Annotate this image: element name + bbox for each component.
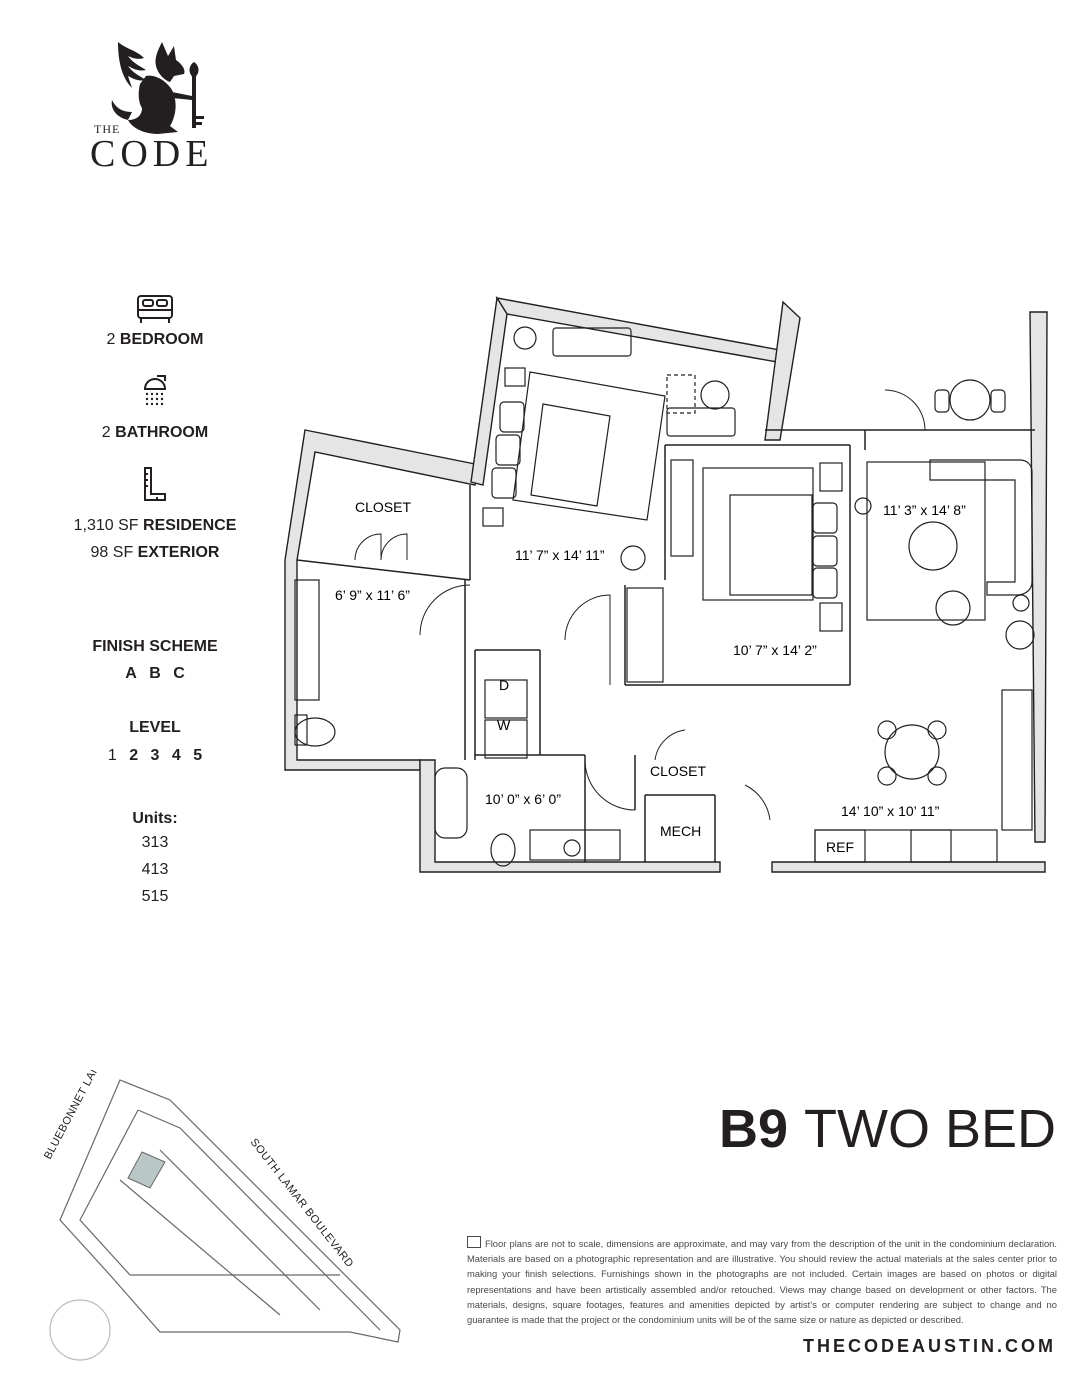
shower-icon (143, 375, 167, 406)
level-values: 1 2 3 4 5 (60, 747, 250, 765)
bathroom-number: 2 (101, 424, 111, 441)
bedroom-number: 2 (106, 331, 116, 348)
unit-number: 413 (141, 861, 169, 878)
unit-location-highlight (127, 1151, 166, 1189)
living-furniture (854, 379, 1035, 650)
bed-1-furniture (626, 459, 843, 683)
equal-housing-icon (467, 1236, 481, 1248)
residence-number: 1,310 SF (73, 517, 139, 534)
finish-option: C (173, 665, 185, 682)
fox-griffin-logo (111, 42, 204, 134)
dryer-label: D (499, 677, 509, 693)
finish-option: B (149, 665, 161, 682)
street-south-lamar: SOUTH LAMAR BOULEVARD (248, 1136, 356, 1270)
exterior-number: 98 SF (90, 544, 134, 561)
living-dimensions: 11’ 3” x 14’ 8” (883, 502, 966, 518)
level-value: 4 (171, 747, 181, 764)
bathroom-count: 2 BATHROOM (60, 424, 250, 442)
bed-icon (137, 295, 173, 323)
disclaimer-text: Floor plans are not to scale, dimensions… (467, 1238, 1057, 1326)
door-swings (354, 389, 926, 821)
plan-code: B9 (718, 1099, 788, 1159)
bedroom-label: BEDROOM (119, 331, 204, 348)
floor-plan: CLOSET 6’ 9” x 11’ 6” 11’ 7” x 14’ 11” 1… (284, 296, 1048, 873)
units-list: 313 413 515 (60, 829, 250, 910)
residence-label: RESIDENCE (143, 517, 237, 534)
logo-the-text: THE (94, 122, 121, 136)
closet-1-label: CLOSET (355, 499, 411, 515)
disclaimer: Floor plans are not to scale, dimensions… (467, 1236, 1057, 1327)
bathroom-label: BATHROOM (115, 424, 209, 441)
site-map: BLUEBONNET LANE SOUTH LAMAR BOULEVARD (42, 1070, 401, 1361)
bedroom-2-dimensions: 11’ 7” x 14’ 11” (515, 547, 605, 563)
finish-scheme-title: FINISH SCHEME (92, 638, 218, 655)
level-value: 3 (150, 747, 160, 764)
bath-1-dimensions: 6’ 9” x 11’ 6” (335, 587, 410, 603)
dining-dimensions: 14’ 10” x 10’ 11” (841, 803, 940, 819)
closet-2-label: CLOSET (650, 763, 706, 779)
unit-number: 515 (141, 888, 169, 905)
website-link[interactable]: THECODEAUSTIN.COM (803, 1336, 1056, 1356)
bedroom-count: 2 BEDROOM (60, 331, 250, 349)
bed-2-furniture (482, 326, 736, 571)
plan-title: B9 TWO BED (719, 1098, 1056, 1160)
finish-scheme-options: A B C (60, 665, 250, 683)
logo-code-text: CODE (90, 133, 214, 175)
level-value: 2 (129, 747, 139, 764)
level-value: 1 (107, 747, 117, 764)
ruler-icon (144, 467, 166, 501)
exterior-label: EXTERIOR (137, 544, 220, 561)
wall-outline (790, 314, 1035, 320)
washer-label: W (497, 717, 511, 733)
units-title: Units: (132, 810, 178, 827)
ref-label: REF (826, 839, 854, 855)
dining-kitchen-furniture (294, 579, 1033, 867)
exterior-area: 98 SF EXTERIOR (60, 544, 250, 562)
unit-number: 313 (141, 834, 169, 851)
level-value: 5 (193, 747, 203, 764)
level-title: LEVEL (129, 719, 181, 736)
plan-name: TWO BED (804, 1099, 1056, 1159)
bedroom-1-dimensions: 10’ 7” x 14’ 2” (733, 642, 817, 658)
bath-2-dimensions: 10’ 0” x 6’ 0” (485, 791, 561, 807)
residence-area: 1,310 SF RESIDENCE (60, 517, 250, 535)
interior-walls (296, 429, 1035, 862)
street-bluebonnet: BLUEBONNET LANE (42, 1070, 106, 1161)
seal-icon (49, 1299, 111, 1361)
mech-label: MECH (660, 823, 701, 839)
finish-option: A (125, 665, 137, 682)
